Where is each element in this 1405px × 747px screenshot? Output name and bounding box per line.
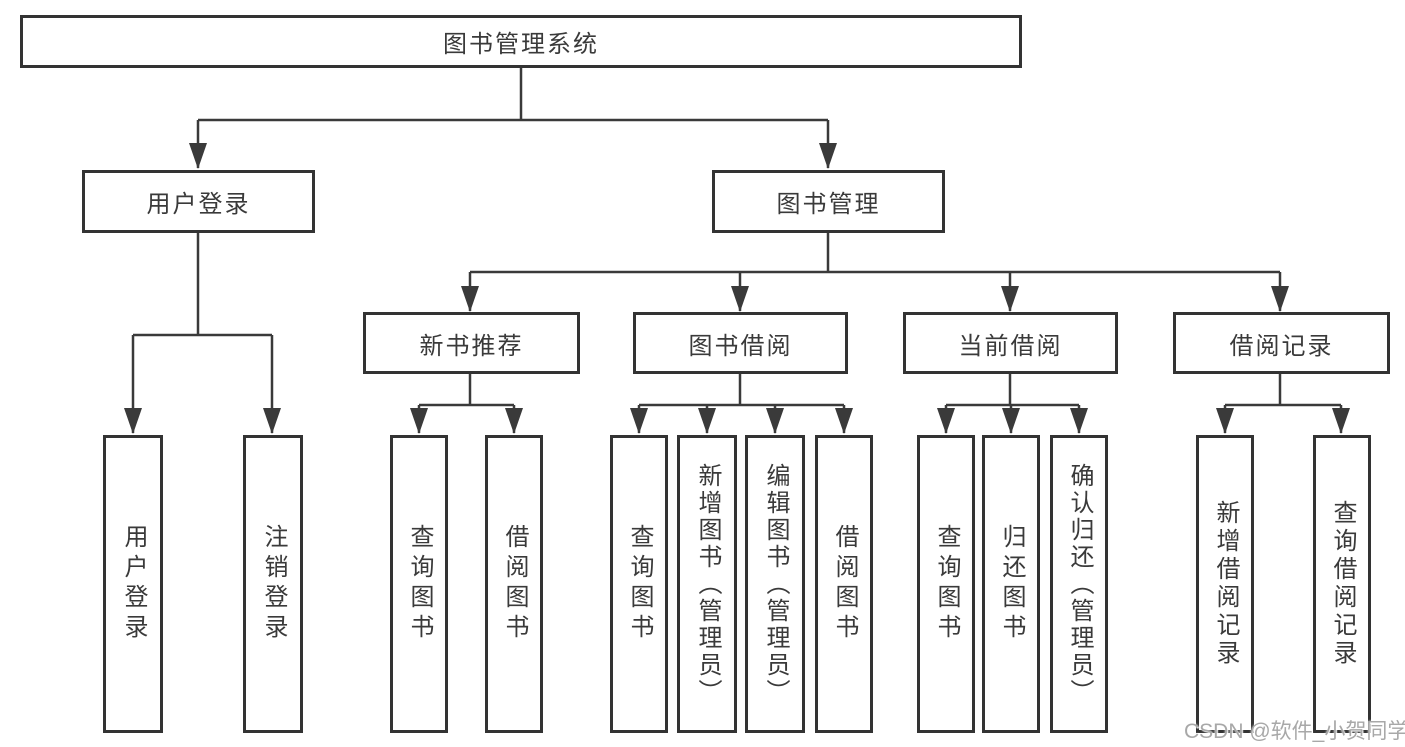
node-root: 图书管理系统 [20, 15, 1022, 68]
leaf-borrow-borrow-books-label: 借阅图书 [831, 524, 858, 644]
leaf-logout: 注销登录 [243, 435, 303, 733]
leaf-current-query-books-label: 查询图书 [933, 524, 960, 644]
node-user-login: 用户登录 [82, 170, 315, 233]
node-book-borrow: 图书借阅 [633, 312, 848, 374]
leaf-borrow-query-books: 查询图书 [610, 435, 668, 733]
leaf-borrow-edit-books-admin: 编辑图书（管理员） [745, 435, 805, 733]
leaf-user-login: 用户登录 [103, 435, 163, 733]
node-root-label: 图书管理系统 [443, 31, 599, 58]
leaf-records-add-record: 新增借阅记录 [1196, 435, 1254, 733]
leaf-records-query-record: 查询借阅记录 [1313, 435, 1371, 733]
node-current-borrow: 当前借阅 [903, 312, 1118, 374]
watermark: CSDN @软件_小贺同学 [1184, 720, 1405, 743]
leaf-newbook-borrow-books-label: 借阅图书 [501, 524, 528, 644]
leaf-current-query-books: 查询图书 [917, 435, 975, 733]
leaf-borrow-edit-books-admin-label: 编辑图书（管理员） [762, 462, 789, 706]
leaf-newbook-query-books: 查询图书 [390, 435, 448, 733]
leaf-newbook-borrow-books: 借阅图书 [485, 435, 543, 733]
leaf-logout-label: 注销登录 [260, 524, 287, 644]
node-borrow-records: 借阅记录 [1173, 312, 1390, 374]
leaf-records-query-record-label: 查询借阅记录 [1329, 500, 1356, 668]
leaf-borrow-add-books-admin: 新增图书（管理员） [677, 435, 737, 733]
node-book-management-label: 图书管理 [776, 191, 881, 218]
leaf-borrow-query-books-label: 查询图书 [626, 524, 653, 644]
leaf-current-confirm-return-admin: 确认归还（管理员） [1050, 435, 1108, 733]
node-current-borrow-label: 当前借阅 [958, 332, 1063, 360]
leaf-current-confirm-return-admin-label: 确认归还（管理员） [1066, 462, 1093, 706]
leaf-current-return-books-label: 归还图书 [998, 524, 1025, 644]
node-book-management: 图书管理 [712, 170, 945, 233]
node-user-login-label: 用户登录 [146, 191, 251, 218]
leaf-records-add-record-label: 新增借阅记录 [1212, 500, 1239, 668]
leaf-borrow-borrow-books: 借阅图书 [815, 435, 873, 733]
leaf-current-return-books: 归还图书 [982, 435, 1040, 733]
leaf-user-login-label: 用户登录 [120, 524, 147, 644]
node-book-borrow-label: 图书借阅 [688, 332, 793, 360]
node-new-book-recommend: 新书推荐 [363, 312, 580, 374]
node-borrow-records-label: 借阅记录 [1229, 332, 1334, 360]
leaf-borrow-add-books-admin-label: 新增图书（管理员） [694, 462, 721, 706]
node-new-book-recommend-label: 新书推荐 [419, 332, 524, 360]
leaf-newbook-query-books-label: 查询图书 [406, 524, 433, 644]
